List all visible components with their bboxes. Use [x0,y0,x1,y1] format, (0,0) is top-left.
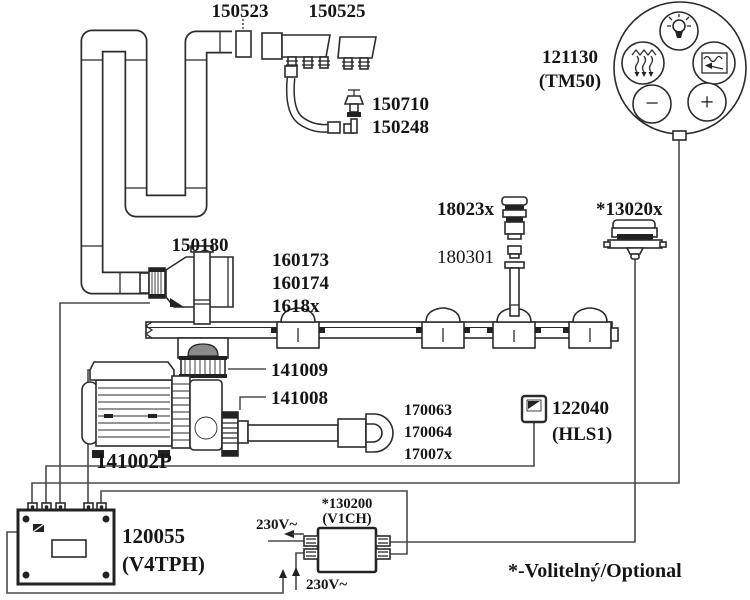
blower-button [692,41,736,85]
arrow-up-mains [279,569,287,578]
relay-box-body [316,526,378,574]
manifold-jets [271,307,619,349]
label-120055: 120055 [122,524,185,548]
label-130200-name: (V1CH) [322,511,371,527]
label-120055-name: (V4TPH) [122,552,205,576]
label-150523: 150523 [212,1,269,22]
label-180301: 180301 [437,247,494,268]
wire-relay-to-controlbox [100,490,408,555]
control-box-terminals [27,502,107,512]
manifold-break-edge [144,321,154,339]
manifold-tee-box [177,337,229,359]
hose-150248 [284,65,358,134]
label-130200: *130200 [322,496,373,512]
manifold-barbs [286,56,330,69]
plus-icon: + [700,90,714,116]
label-141008: 141008 [271,388,328,409]
control-box-display [51,539,87,558]
control-box-120055 [16,502,116,586]
label-230v-bottom: 230V~ [306,577,347,593]
wire-blower-to-controlbox [59,302,150,503]
check-valve-141009 [179,356,227,378]
label-150710: 150710 [372,94,429,115]
pipe-run [82,31,232,293]
label-230v-top: 230V~ [256,517,297,533]
heater-tube [237,413,394,453]
jets-button [621,41,665,85]
pump-motor-fins [98,387,170,438]
pump-volute [189,379,223,451]
label-160173: 160173 [272,250,329,271]
manifold-150525 [261,32,377,70]
blower-coupling-ribs [151,268,162,298]
nozzle-180301 [507,245,522,259]
control-panel-tm50: − + [613,1,747,141]
wire-mains-loop [6,531,284,594]
blower-150180 [139,245,234,325]
label-13020x: *13020x [596,199,663,220]
wire-tm50-to-controlbox [31,140,680,503]
arrow-up-relay-input [292,567,300,576]
label-170064: 170064 [404,424,452,441]
arrow-left-230v [284,530,294,538]
jet-fitting [271,307,325,349]
label-121130-name: (TM50) [539,71,601,92]
blower-discharge-pipe [193,251,211,325]
suction-fitting-13020x [603,219,667,260]
labels: 150523 150525 150710 150248 121130 (TM50… [96,1,682,593]
fitting-150523 [235,19,252,58]
air-jets-icon [631,48,657,77]
manifold-barbs-2 [342,57,370,70]
wire-relay-input-bottom [295,552,304,590]
relay-terminals [303,535,391,560]
union-141008 [221,411,239,457]
label-footnote: *-Volitelný/Optional [508,560,682,582]
pump-foot-right [158,450,170,458]
pump-terminal-box [89,361,175,381]
pump-foot-left [92,450,104,458]
label-170063: 170063 [404,402,452,419]
label-160174: 160174 [272,273,330,294]
label-150525: 150525 [309,1,366,22]
label-17007x: 17007x [404,446,452,463]
plus-button: + [687,82,727,122]
pipe-assembly [80,29,232,295]
air-manifold [144,321,613,339]
label-121130: 121130 [542,47,598,68]
valve-150710 [343,89,365,117]
label-141002p: 141002P [96,449,172,473]
label-18023x: 18023x [437,199,495,220]
label-1618x: 1618x [272,296,320,317]
relay-box-130200 [303,526,391,574]
blower-icon [701,52,728,74]
label-150180: 150180 [172,235,229,256]
riser-pipe [504,261,525,317]
blower-foot [170,298,184,307]
blower-inlet-stub [139,272,150,294]
minus-button: − [632,84,672,124]
label-122040-name: (HLS1) [552,424,612,445]
injector-18023x [501,196,528,240]
panel-bottom-tab [672,130,687,141]
jet-fitting-end [563,307,619,349]
blower-coupling [148,267,166,299]
label-141009: 141009 [271,360,328,381]
label-122040: 122040 [552,398,609,419]
pump-motor-body [95,379,173,447]
label-150248: 150248 [372,117,429,138]
jet-fitting [416,307,470,349]
wire-hls1-to-controlbox [45,422,535,503]
wire-13020x-to-relay [390,258,636,543]
manifold-channel [145,321,613,339]
light-bulb-icon [667,14,691,38]
sensor-hls1 [520,394,548,424]
light-button [659,11,699,51]
pump-141002p [81,361,223,458]
jet-fitting-with-riser [487,307,541,349]
minus-icon: − [645,91,659,117]
leader-lines [228,368,266,410]
pipe-fitting-ticks [82,32,221,293]
